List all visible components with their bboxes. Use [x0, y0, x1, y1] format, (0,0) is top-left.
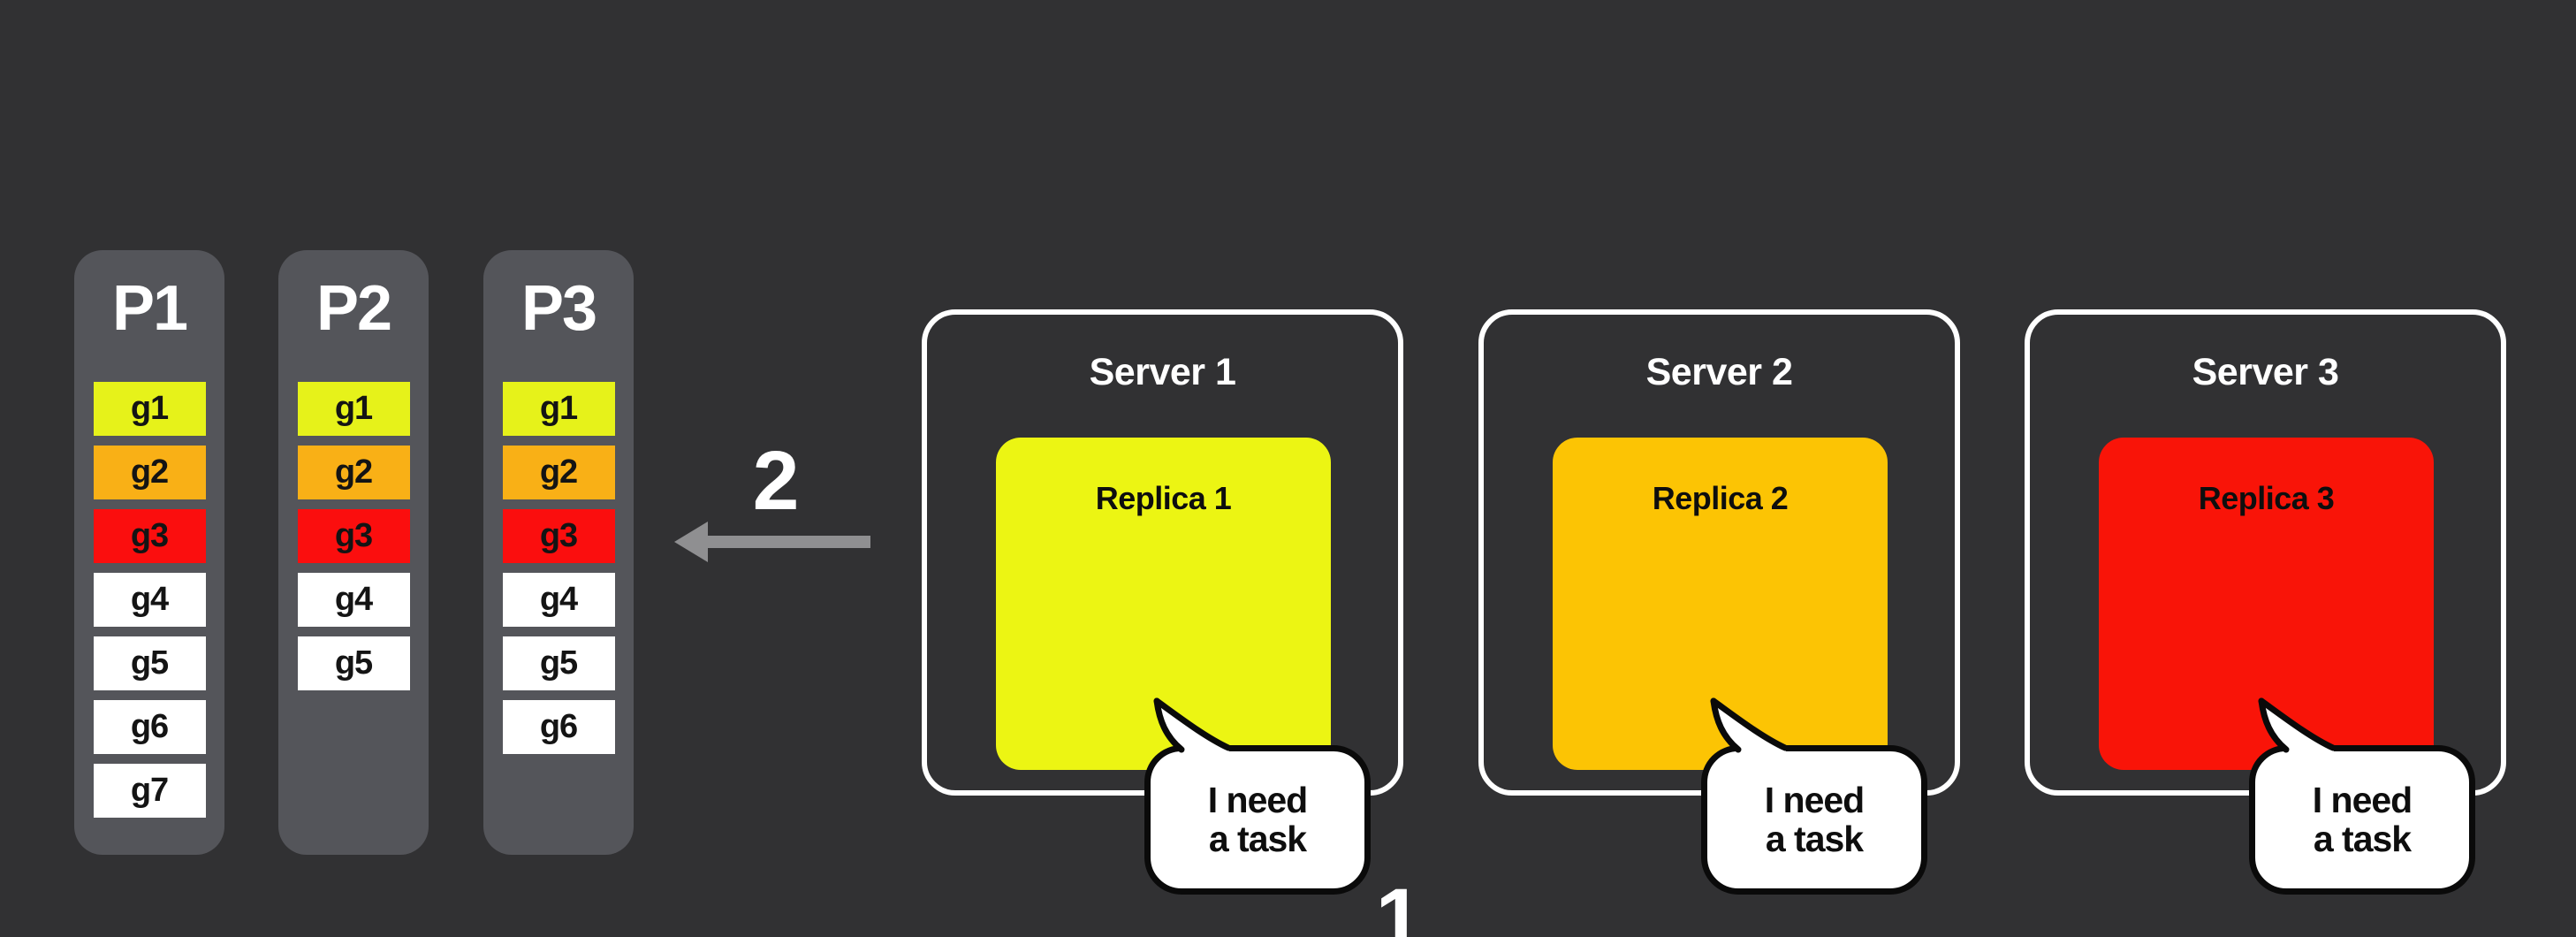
- replica-box-3: Replica 3: [2099, 438, 2434, 770]
- server-box-1: Server 1 Replica 1: [922, 309, 1403, 796]
- server-title: Server 2: [1645, 351, 1793, 393]
- bubble-text-line2: a task: [1765, 818, 1864, 859]
- partition-column-p3: P3 g1 g2 g3 g4 g5 g6: [483, 250, 634, 855]
- task-chip: g6: [93, 700, 206, 754]
- replica-box-2: Replica 2: [1553, 438, 1888, 770]
- bubble-text-line1: I need: [1764, 780, 1865, 821]
- replica-box-1: Replica 1: [996, 438, 1331, 770]
- task-chip: g3: [93, 509, 206, 563]
- partition-title: P3: [521, 273, 597, 344]
- task-chip: g3: [502, 509, 615, 563]
- replica-title: Replica 3: [2198, 480, 2335, 516]
- replica-title: Replica 2: [1652, 480, 1789, 516]
- server-title: Server 3: [2192, 351, 2339, 393]
- task-chip: g1: [297, 382, 410, 436]
- task-chip: g4: [502, 573, 615, 627]
- server-title: Server 1: [1089, 351, 1236, 393]
- partition-column-p1: P1 g1 g2 g3 g4 g5 g6 g7: [74, 250, 224, 855]
- bubble-text-line1: I need: [2312, 780, 2413, 821]
- speech-bubble-3: I need a task: [2249, 745, 2475, 895]
- replica-title: Replica 1: [1095, 480, 1232, 516]
- task-chip: g1: [93, 382, 206, 436]
- speech-bubble-2: I need a task: [1701, 745, 1927, 895]
- partition-title: P1: [111, 273, 188, 344]
- task-chip: g5: [297, 636, 410, 690]
- task-list: g1 g2 g3 g4 g5 g6 g7: [74, 382, 224, 827]
- server-box-3: Server 3 Replica 3: [2025, 309, 2506, 796]
- task-chip: g3: [297, 509, 410, 563]
- task-chip: g2: [93, 446, 206, 499]
- step-1-label: 1: [1375, 872, 1423, 937]
- task-chip: g4: [297, 573, 410, 627]
- task-chip: g6: [502, 700, 615, 754]
- speech-bubble-1: I need a task: [1144, 745, 1371, 895]
- task-chip: g2: [502, 446, 615, 499]
- task-list: g1 g2 g3 g4 g5 g6: [483, 382, 634, 764]
- bubble-text-line2: a task: [2313, 818, 2412, 859]
- task-chip: g4: [93, 573, 206, 627]
- task-chip: g7: [93, 764, 206, 818]
- task-chip: g1: [502, 382, 615, 436]
- bubble-text-line2: a task: [1208, 818, 1307, 859]
- step-2-label: 2: [752, 434, 800, 528]
- bubble-text-line1: I need: [1207, 780, 1308, 821]
- partition-column-p2: P2 g1 g2 g3 g4 g5: [278, 250, 429, 855]
- task-chip: g5: [93, 636, 206, 690]
- server-box-2: Server 2 Replica 2: [1478, 309, 1960, 796]
- task-list: g1 g2 g3 g4 g5: [278, 382, 429, 700]
- partition-title: P2: [315, 273, 392, 344]
- task-chip: g5: [502, 636, 615, 690]
- task-chip: g2: [297, 446, 410, 499]
